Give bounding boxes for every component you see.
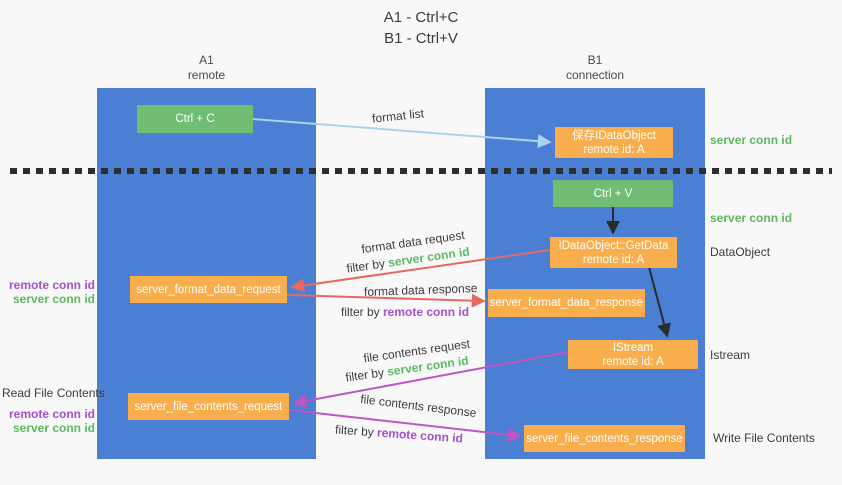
node-ctrl-v-label: Ctrl + V [593, 187, 633, 200]
lane-header-a1: A1 remote [97, 53, 316, 83]
annotation-server-conn-id-mid: server conn id [710, 211, 793, 225]
node-getdata-line1: IDataObject::GetData [558, 239, 669, 252]
annotation-remote-conn-id-1: remote conn id [8, 278, 95, 292]
node-idataobject-getdata: IDataObject::GetData remote id: A [550, 237, 677, 268]
node-file-response-label: server_file_contents_response [526, 432, 683, 445]
dotted-separator-line [10, 168, 832, 174]
node-istream-line2: remote id: A [602, 355, 664, 368]
node-istream-line1: IStream [612, 341, 654, 354]
annotation-server-conn-id-1: server conn id [12, 292, 95, 306]
annotation-istream: Istream [710, 348, 751, 362]
label-filter-by-remote-conn-id-2: filter by remote conn id [335, 423, 464, 446]
node-save-idataobject: 保存IDataObject remote id: A [555, 127, 673, 158]
node-ctrl-c-label: Ctrl + C [175, 113, 215, 125]
label-filter-value-4: remote conn id [376, 425, 464, 446]
title-line-1: A1 - Ctrl+C [383, 9, 459, 26]
annotation-read-file-contents: Read File Contents [2, 386, 105, 400]
lane-b1-role: connection [565, 68, 625, 82]
lane-header-b1: B1 connection [485, 53, 705, 83]
annotation-dataobject: DataObject [710, 245, 771, 259]
label-filter-by-remote-conn-id-1: filter by remote conn id [341, 305, 469, 319]
node-server-file-contents-response: server_file_contents_response [524, 425, 685, 452]
lane-a1-name: A1 [199, 53, 214, 67]
node-format-request-label: server_format_data_request [136, 283, 281, 296]
node-server-format-data-request: server_format_data_request [130, 276, 287, 303]
label-filter-value-2: remote conn id [383, 305, 470, 319]
node-ctrl-c: Ctrl + C [137, 105, 253, 133]
node-format-response-label: server_format_data_response [489, 297, 644, 309]
node-server-file-contents-request: server_file_contents_request [128, 393, 289, 420]
annotation-write-file-contents: Write File Contents [713, 431, 815, 445]
label-filter-prefix-4: filter by [334, 422, 378, 440]
node-server-format-data-response: server_format_data_response [488, 289, 645, 317]
node-save-idataobject-line1: 保存IDataObject [572, 129, 656, 142]
title-line-2: B1 - Ctrl+V [384, 30, 458, 47]
label-filter-prefix-3: filter by [344, 364, 389, 385]
node-getdata-line2: remote id: A [582, 253, 645, 266]
label-filter-prefix-2: filter by [341, 305, 384, 319]
node-file-request-label: server_file_contents_request [134, 400, 283, 413]
label-file-contents-response: file contents response [359, 391, 478, 421]
annotation-remote-conn-id-2: remote conn id [8, 407, 95, 421]
lane-b1-name: B1 [587, 53, 603, 67]
node-ctrl-v: Ctrl + V [553, 180, 673, 207]
annotation-server-conn-id-2: server conn id [12, 421, 95, 435]
label-format-list: format list [371, 106, 425, 126]
label-filter-prefix-1: filter by [345, 255, 390, 276]
node-save-idataobject-line2: remote id: A [583, 143, 645, 156]
diagram-title: A1 - Ctrl+C B1 - Ctrl+V [0, 7, 842, 49]
label-format-data-response: format data response [363, 281, 478, 299]
lane-a1-role: remote [187, 68, 226, 82]
node-istream: IStream remote id: A [568, 340, 698, 369]
annotation-server-conn-id-top: server conn id [710, 133, 793, 147]
